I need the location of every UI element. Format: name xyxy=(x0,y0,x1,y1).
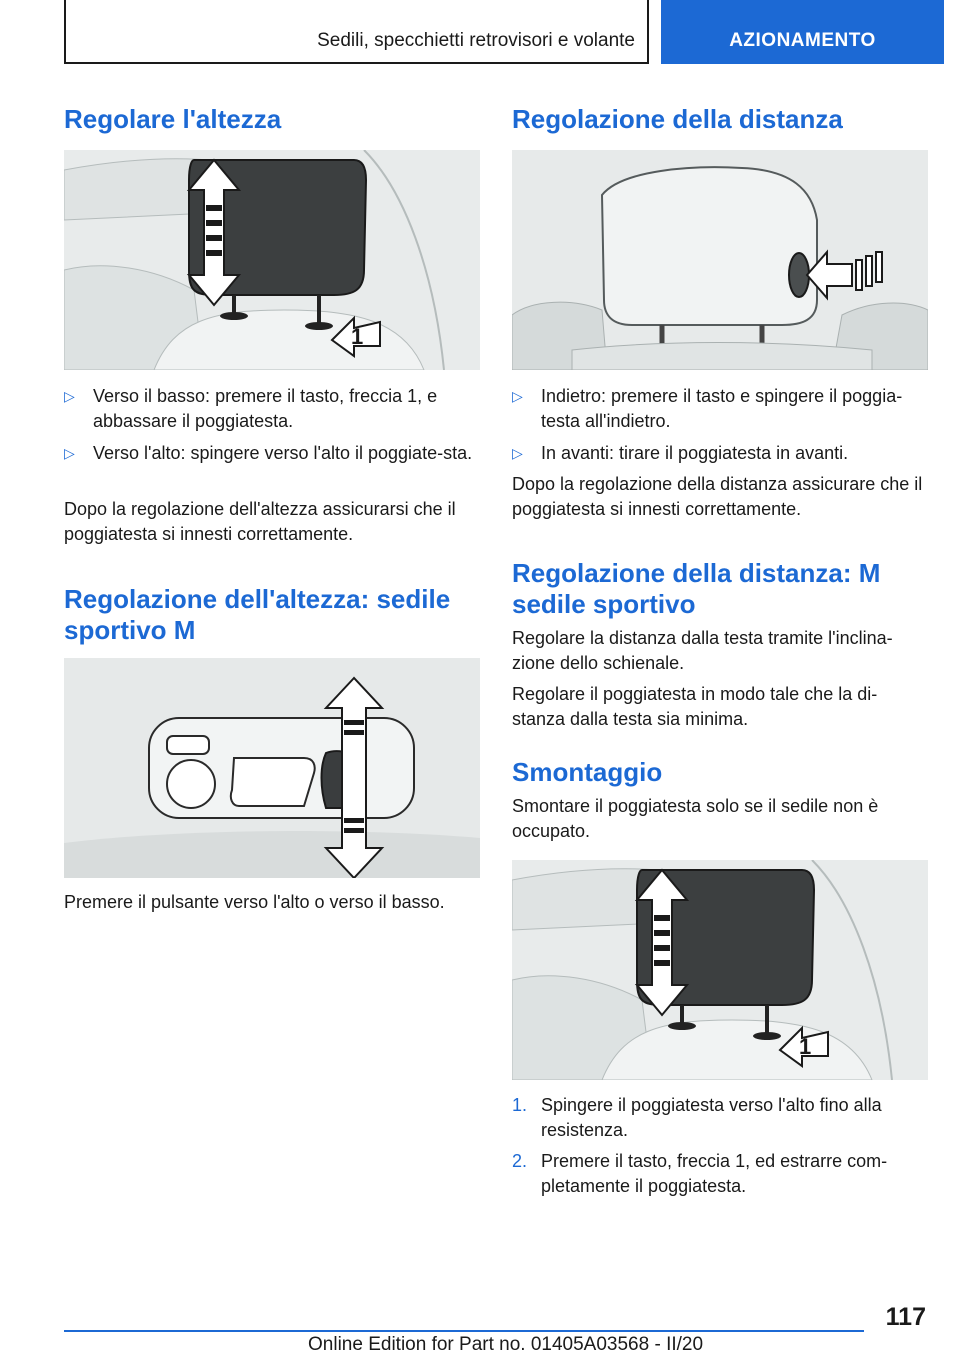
fig3-callout-number: 1 xyxy=(799,1034,811,1059)
header-section-box: Sedili, specchietti retrovisori e volant… xyxy=(64,0,649,64)
paragraph: Regolare la distanza dalla testa tramite… xyxy=(512,628,893,673)
paragraph: Premere il pulsante verso l'alto o verso… xyxy=(64,892,445,912)
list-item: ▷ In avanti: tirare il poggiatesta in av… xyxy=(512,441,928,466)
bullet-triangle-icon: ▷ xyxy=(64,388,75,404)
bullet-text: Verso l'alto: spingere verso l'alto il p… xyxy=(93,443,473,463)
fig1-callout-number: 1 xyxy=(351,324,363,349)
heading-height-sport-seat: Regolazione dell'altezza: sedile sportiv… xyxy=(64,584,451,645)
headrest-removal-figure: 1 xyxy=(512,860,928,1080)
header-section-title: Sedili, specchietti retrovisori e volant… xyxy=(317,30,635,51)
list-item: ▷ Verso il basso: premere il tasto, frec… xyxy=(64,384,480,434)
list-item: ▷ Indietro: premere il tasto e spingere … xyxy=(512,384,928,434)
seat-switch-illustration xyxy=(64,658,480,878)
paragraph: Dopo la regolazione dell'altezza assicur… xyxy=(64,499,456,544)
heading-distance-sport-seat: Regolazione della distanza: M sedile spo… xyxy=(512,558,881,619)
header-chapter-tab: AZIONAMENTO xyxy=(661,0,944,64)
heading-distance-adjust: Regolazione della distanza xyxy=(512,104,843,134)
headrest-height-illustration: 1 xyxy=(64,150,480,370)
list-item: 1. Spingere il poggiatesta verso l'alto … xyxy=(512,1093,928,1143)
bullet-text: Verso il basso: premere il tasto, frecci… xyxy=(93,386,438,431)
bullet-triangle-icon: ▷ xyxy=(64,445,75,461)
paragraph: Smontare il poggiatesta solo se il sedil… xyxy=(512,796,879,841)
step-text: Spingere il poggiatesta verso l'alto fin… xyxy=(541,1095,882,1140)
page-number: 117 xyxy=(885,1303,926,1331)
headrest-distance-illustration xyxy=(512,150,928,370)
footer-edition: Online Edition for Part no. 01405A03568 … xyxy=(308,1334,704,1355)
paragraph: Dopo la regolazione della distanza assic… xyxy=(512,474,923,519)
heading-removal: Smontaggio xyxy=(512,757,663,787)
list-item: 2. Premere il tasto, freccia 1, ed estra… xyxy=(512,1149,928,1199)
header-chapter-title: AZIONAMENTO xyxy=(729,30,876,51)
footer-divider xyxy=(64,1330,864,1332)
bullet-triangle-icon: ▷ xyxy=(512,388,523,404)
step-number: 1. xyxy=(512,1095,528,1115)
step-text: Premere il tasto, freccia 1, ed estrarre… xyxy=(541,1151,888,1196)
list-item: ▷ Verso l'alto: spingere verso l'alto il… xyxy=(64,441,480,466)
seat-switch-figure xyxy=(64,658,480,878)
bullet-text: In avanti: tirare il poggiatesta in avan… xyxy=(541,443,849,463)
headrest-distance-figure xyxy=(512,150,928,370)
step-number: 2. xyxy=(512,1151,528,1171)
headrest-removal-illustration: 1 xyxy=(512,860,928,1080)
bullet-text: Indietro: premere il tasto e spingere il… xyxy=(541,386,903,431)
heading-height-adjust: Regolare l'altezza xyxy=(64,104,282,134)
paragraph: Regolare il poggiatesta in modo tale che… xyxy=(512,684,878,729)
headrest-height-figure: 1 xyxy=(64,150,480,370)
bullet-triangle-icon: ▷ xyxy=(512,445,523,461)
